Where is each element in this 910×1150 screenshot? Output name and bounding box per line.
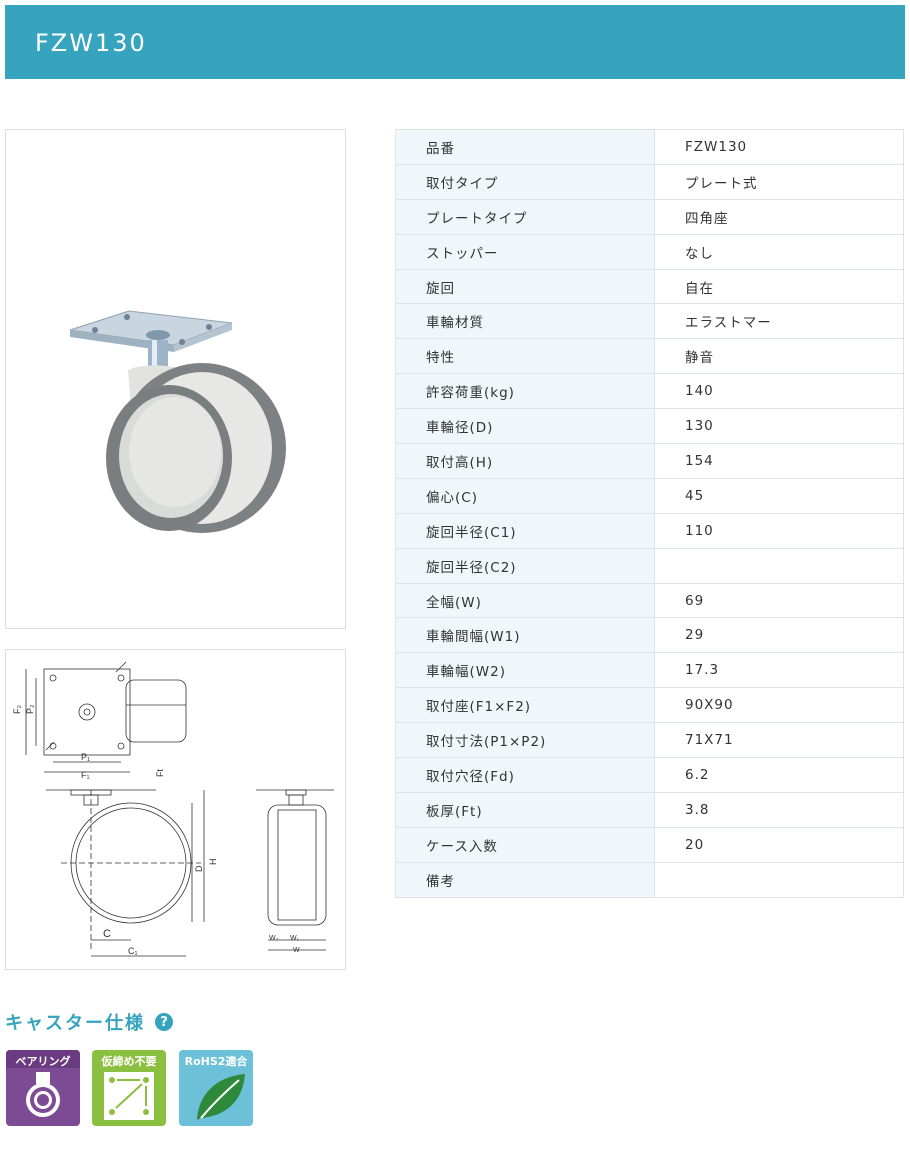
spec-value [654, 861, 904, 898]
spec-label: 取付タイプ [395, 163, 655, 200]
spec-row: 旋回半径(C1)110 [395, 512, 904, 549]
spec-label: 取付穴径(Fd) [395, 757, 655, 793]
spec-value: 四角座 [654, 198, 904, 235]
spec-row: 板厚(Ft)3.8 [395, 791, 904, 828]
bearing-icon [6, 1050, 80, 1117]
spec-row: 車輪幅(W2)17.3 [395, 652, 904, 689]
spec-label: 特性 [395, 338, 655, 375]
spec-label: 備考 [395, 861, 655, 898]
spec-label: 取付座(F1×F2) [395, 687, 655, 724]
spec-value: 静音 [654, 338, 904, 375]
spec-label: 旋回 [395, 268, 655, 305]
spec-value: 3.8 [654, 791, 904, 828]
spec-label: 全幅(W) [395, 582, 655, 619]
spec-row: 備考 [395, 861, 904, 898]
label-H: H [208, 859, 218, 866]
spec-row: 取付寸法(P1×P2)71X71 [395, 722, 904, 759]
spec-value: 90X90 [654, 687, 904, 724]
spec-row: 取付座(F1×F2)90X90 [395, 687, 904, 724]
badge-bearing: ベアリング [6, 1050, 80, 1126]
spec-label: 車輪幅(W2) [395, 652, 655, 689]
label-W2: W₂ [269, 935, 279, 942]
spec-value: FZW130 [654, 129, 904, 165]
tightening-order-icon [104, 1072, 154, 1120]
badge-no-pretightening-label: 仮締め不要 [101, 1055, 157, 1068]
spec-label: 旋回半径(C2) [395, 547, 655, 584]
label-D: D [194, 865, 204, 872]
spec-value: 20 [654, 826, 904, 863]
spec-row: プレートタイプ四角座 [395, 198, 904, 235]
spec-row: 許容荷重(kg)140 [395, 373, 904, 410]
product-title: FZW130 [35, 29, 147, 57]
label-F2: F₂ [12, 705, 22, 714]
spec-row: 偏心(C)45 [395, 477, 904, 514]
features-heading: キャスター仕様 ? [5, 1008, 173, 1036]
leaf-icon [197, 1074, 245, 1120]
spec-value: 45 [654, 477, 904, 514]
spec-label: 車輪材質 [395, 303, 655, 340]
spec-value [654, 547, 904, 584]
badge-rohs2: RoHS2適合 [179, 1050, 253, 1126]
spec-label: 旋回半径(C1) [395, 512, 655, 549]
spec-row: 車輪径(D)130 [395, 408, 904, 445]
spec-row: 取付タイププレート式 [395, 163, 904, 200]
spec-value: プレート式 [654, 163, 904, 200]
spec-label: 偏心(C) [395, 477, 655, 514]
caster-photo-image [69, 310, 286, 533]
features-heading-text: キャスター仕様 [5, 1013, 145, 1034]
spec-value: 110 [654, 512, 904, 549]
label-C: C [103, 928, 111, 940]
badge-no-pretightening: 仮締め不要 [92, 1050, 166, 1126]
spec-value: 29 [654, 617, 904, 654]
spec-label: 許容荷重(kg) [395, 373, 655, 410]
product-photo [5, 129, 346, 629]
spec-row: 全幅(W)69 [395, 582, 904, 619]
label-P2: P₂ [25, 704, 35, 714]
spec-row: 車輪材質エラストマー [395, 303, 904, 340]
badge-bearing-label: ベアリング [15, 1055, 71, 1068]
spec-label: ストッパー [395, 233, 655, 270]
spec-label: 車輪間幅(W1) [395, 617, 655, 654]
spec-value: なし [654, 233, 904, 270]
dimension-drawing: F₂ P₂ P₁ F₁ Ft H D C C₁ W₂ W₁ W [5, 649, 346, 970]
spec-row: 取付穴径(Fd)6.2 [395, 757, 904, 793]
spec-value: 69 [654, 582, 904, 619]
spec-label: 取付寸法(P1×P2) [395, 722, 655, 759]
spec-row: 取付高(H)154 [395, 443, 904, 479]
question-circle-icon[interactable]: ? [155, 1013, 173, 1031]
spec-label: 車輪径(D) [395, 408, 655, 445]
spec-value: 6.2 [654, 757, 904, 793]
spec-label: プレートタイプ [395, 198, 655, 235]
badge-rohs2-label: RoHS2適合 [184, 1055, 248, 1068]
spec-label: 板厚(Ft) [395, 791, 655, 828]
spec-label: ケース入数 [395, 826, 655, 863]
caster-dimension-drawing-image: F₂ P₂ P₁ F₁ Ft H D C C₁ W₂ W₁ W [12, 661, 334, 957]
label-W: W [293, 947, 300, 954]
spec-value: 自在 [654, 268, 904, 305]
spec-row: 旋回半径(C2) [395, 547, 904, 584]
label-P1: P₁ [81, 752, 90, 762]
label-C1: C₁ [128, 946, 138, 956]
spec-value: 71X71 [654, 722, 904, 759]
label-Ft: Ft [155, 769, 165, 777]
spec-row: 特性静音 [395, 338, 904, 375]
spec-row: 車輪間幅(W1)29 [395, 617, 904, 654]
spec-value: エラストマー [654, 303, 904, 340]
label-W1: W₁ [290, 935, 300, 942]
spec-row: 旋回自在 [395, 268, 904, 305]
spec-value: 130 [654, 408, 904, 445]
spec-row: ストッパーなし [395, 233, 904, 270]
spec-value: 140 [654, 373, 904, 410]
spec-label: 取付高(H) [395, 443, 655, 479]
spec-value: 17.3 [654, 652, 904, 689]
label-F1: F₁ [81, 770, 90, 780]
spec-label: 品番 [395, 129, 655, 165]
spec-value: 154 [654, 443, 904, 479]
page-header: FZW130 [5, 5, 905, 79]
